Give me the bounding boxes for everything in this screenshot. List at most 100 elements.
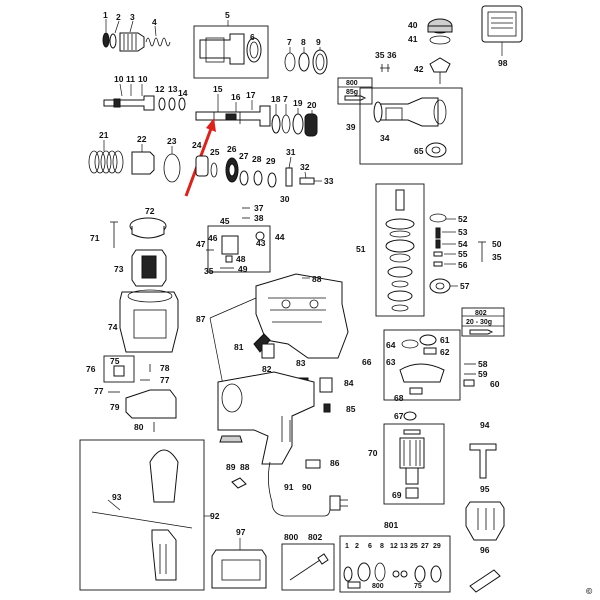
part-41-oring[interactable] xyxy=(429,35,451,45)
part-19-ring[interactable] xyxy=(292,113,304,135)
part-5-tube[interactable] xyxy=(199,33,245,65)
callout-94: 94 xyxy=(480,420,490,430)
part-802-tube[interactable] xyxy=(289,559,321,581)
part-60-plug[interactable] xyxy=(463,379,475,387)
part-6-ring[interactable] xyxy=(246,37,262,63)
callout-6: 6 xyxy=(250,32,255,42)
part-10-shaft[interactable] xyxy=(103,95,155,111)
part-70-armature[interactable] xyxy=(399,429,425,485)
part-69-bearing[interactable] xyxy=(405,487,419,499)
part-13-ring[interactable] xyxy=(168,97,176,111)
part-79-cover[interactable] xyxy=(125,389,177,419)
callout-35a: 35 xyxy=(375,50,385,60)
part-22-sleeve[interactable] xyxy=(131,151,155,175)
part-91-cable-guard[interactable] xyxy=(268,461,273,503)
callout-77a: 77 xyxy=(160,375,170,385)
part-46-switch[interactable] xyxy=(221,235,239,255)
part-62-block[interactable] xyxy=(423,347,437,355)
part-2-ring[interactable] xyxy=(109,33,117,49)
callout-10b: 10 xyxy=(138,74,148,84)
part-14-ring[interactable] xyxy=(178,97,186,111)
part-7b-ring[interactable] xyxy=(281,114,291,134)
part-87-gear-housing[interactable] xyxy=(255,273,349,359)
part-97-case[interactable] xyxy=(211,549,267,589)
part-31-pin[interactable] xyxy=(285,167,293,187)
part-25-ring[interactable] xyxy=(210,162,218,178)
part-61-ring[interactable] xyxy=(419,334,437,346)
part-24-sleeve[interactable] xyxy=(195,155,209,177)
part-20-gear[interactable] xyxy=(304,113,318,137)
part-1-ring[interactable] xyxy=(102,32,110,48)
part-67-seal[interactable] xyxy=(403,411,417,421)
handle-housing-body[interactable] xyxy=(217,371,315,465)
part-55-pin[interactable] xyxy=(433,251,443,257)
part-56-pin[interactable] xyxy=(433,261,443,267)
part-96-chuck-adapter[interactable] xyxy=(469,569,501,593)
callout-47: 47 xyxy=(196,239,206,249)
callout-801: 801 xyxy=(384,520,398,530)
part-18-ring[interactable] xyxy=(271,114,281,134)
part-8-ring[interactable] xyxy=(298,52,310,72)
part-28-ring[interactable] xyxy=(253,170,263,186)
callout-7: 7 xyxy=(287,37,292,47)
part-74-motor-housing[interactable] xyxy=(119,291,179,353)
part-94-key[interactable] xyxy=(469,443,497,479)
part-85-screw[interactable] xyxy=(323,403,331,413)
part-68-seal[interactable] xyxy=(409,387,423,395)
part-65-bearing[interactable] xyxy=(425,142,447,158)
part-53-pin[interactable] xyxy=(435,227,441,239)
part-36-clip[interactable] xyxy=(380,64,390,72)
kit-part-6[interactable] xyxy=(357,562,371,582)
part-76-switch[interactable] xyxy=(113,365,125,377)
callout-21: 21 xyxy=(99,130,109,140)
part-66-box xyxy=(383,329,476,401)
part-82-holder[interactable] xyxy=(261,343,275,359)
part-23-circlip[interactable] xyxy=(163,153,181,183)
part-86-clamp[interactable] xyxy=(305,459,321,469)
part-54-spring[interactable] xyxy=(435,239,441,249)
callout-27: 27 xyxy=(239,151,249,161)
part-7-ring[interactable] xyxy=(284,52,296,72)
callout-45: 45 xyxy=(220,216,230,226)
part-93-depth-rod[interactable] xyxy=(91,511,193,529)
grease-802-label xyxy=(461,307,505,337)
part-64-ring[interactable] xyxy=(401,339,419,349)
kit-label-6: 6 xyxy=(368,543,372,550)
part-95-drill-chuck[interactable] xyxy=(465,501,505,541)
callout-84: 84 xyxy=(344,378,354,388)
kit-part-8[interactable] xyxy=(374,562,386,582)
kit-part-1[interactable] xyxy=(343,566,353,582)
part-70-armature-group xyxy=(383,423,445,505)
part-4-spring[interactable] xyxy=(145,37,171,47)
part-42-lever[interactable] xyxy=(429,57,451,73)
kit-801-labels: 1 2 6 8 12 13 25 27 29 800 75 xyxy=(345,543,441,590)
callout-95: 95 xyxy=(480,484,490,494)
part-81-brush[interactable] xyxy=(253,333,271,353)
part-84-cover[interactable] xyxy=(319,377,333,393)
part-12-ring[interactable] xyxy=(158,97,166,111)
part-92-side-handle[interactable] xyxy=(149,449,179,503)
part-89-clip[interactable] xyxy=(231,477,247,489)
part-96-adapter xyxy=(469,569,501,593)
part-57-bearing[interactable] xyxy=(429,278,451,294)
part-29-ring[interactable] xyxy=(267,172,277,188)
part-48-spring[interactable] xyxy=(225,255,233,263)
part-90-power-cable[interactable] xyxy=(271,501,331,517)
part-32-striker[interactable] xyxy=(299,177,315,185)
callout-97: 97 xyxy=(236,527,246,537)
part-34-gear-housing[interactable] xyxy=(377,97,439,127)
kit-label-75: 75 xyxy=(414,583,422,590)
part-43-knob[interactable] xyxy=(255,231,265,241)
part-52-circlip[interactable] xyxy=(429,213,447,223)
part-63-crank[interactable] xyxy=(399,363,445,383)
callout-33: 33 xyxy=(324,176,334,186)
part-21-spring-stack[interactable] xyxy=(88,150,124,174)
motor-housing-group xyxy=(103,217,179,432)
part-27-ring[interactable] xyxy=(239,170,249,186)
grease-label-text: 800 85g 802 20 - 30g xyxy=(346,80,492,326)
part-95-chuck xyxy=(465,501,505,541)
callout-44: 44 xyxy=(275,232,285,242)
part-99-label[interactable] xyxy=(219,435,243,443)
part-51-shaft[interactable] xyxy=(395,189,405,211)
